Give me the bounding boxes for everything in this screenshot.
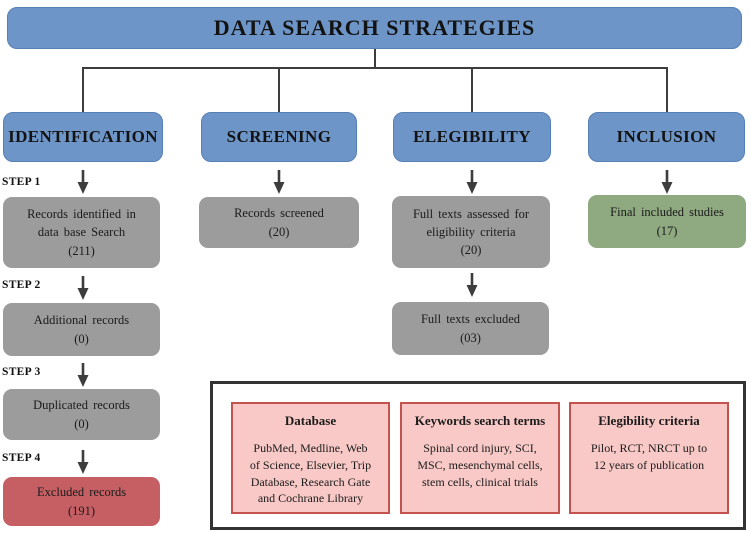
step-1-label: STEP 1 [2, 176, 41, 188]
records-screened-box: Records screened (20) [199, 197, 359, 248]
down-arrow-icon [661, 170, 673, 194]
legend-elegibility-title: Elegibility criteria [598, 413, 700, 428]
final-included-studies-box: Final included studies (17) [588, 195, 746, 248]
connector-drop-elegibility [471, 67, 473, 112]
legend-database-body: PubMed, Medline, Web of Science, Elsevie… [249, 441, 372, 506]
stage-header-identification: IDENTIFICATION [3, 112, 163, 162]
excluded-records-box: Excluded records (191) [3, 477, 160, 526]
down-arrow-icon [77, 450, 89, 474]
diagram-title: DATA SEARCH STRATEGIES [7, 7, 742, 49]
down-arrow-icon [466, 170, 478, 194]
step-2-label: STEP 2 [2, 279, 41, 291]
down-arrow-icon [77, 363, 89, 387]
connector-drop-identification [82, 67, 84, 112]
down-arrow-icon [77, 170, 89, 194]
down-arrow-icon [466, 273, 478, 297]
additional-records-box: Additional records (0) [3, 303, 160, 356]
legend-database-box: Database PubMed, Medline, Web of Science… [231, 402, 390, 514]
legend-elegibility-box: Elegibility criteria Pilot, RCT, NRCT up… [569, 402, 729, 514]
down-arrow-icon [273, 170, 285, 194]
connector-horizontal-line [82, 67, 668, 69]
stage-header-elegibility: ELEGIBILITY [393, 112, 551, 162]
full-texts-excluded-box: Full texts excluded (03) [392, 302, 549, 355]
stage-header-inclusion: INCLUSION [588, 112, 745, 162]
connector-stem-line [374, 49, 376, 68]
legend-keywords-box: Keywords search terms Spinal cord injury… [400, 402, 560, 514]
stage-header-screening: SCREENING [201, 112, 357, 162]
step-4-label: STEP 4 [2, 452, 41, 464]
step-3-label: STEP 3 [2, 366, 41, 378]
connector-drop-inclusion [666, 67, 668, 112]
records-identified-box: Records identified in data base Search (… [3, 197, 160, 268]
legend-keywords-body: Spinal cord injury, SCI, MSC, mesenchyma… [417, 441, 543, 489]
legend-keywords-title: Keywords search terms [414, 413, 546, 428]
down-arrow-icon [77, 276, 89, 300]
connector-drop-screening [278, 67, 280, 112]
duplicated-records-box: Duplicated records (0) [3, 389, 160, 440]
legend-database-title: Database [284, 413, 337, 428]
full-texts-assessed-box: Full texts assessed for eligibility crit… [392, 196, 550, 268]
legend-elegibility-body: Pilot, RCT, NRCT up to 12 years of publi… [590, 441, 708, 472]
